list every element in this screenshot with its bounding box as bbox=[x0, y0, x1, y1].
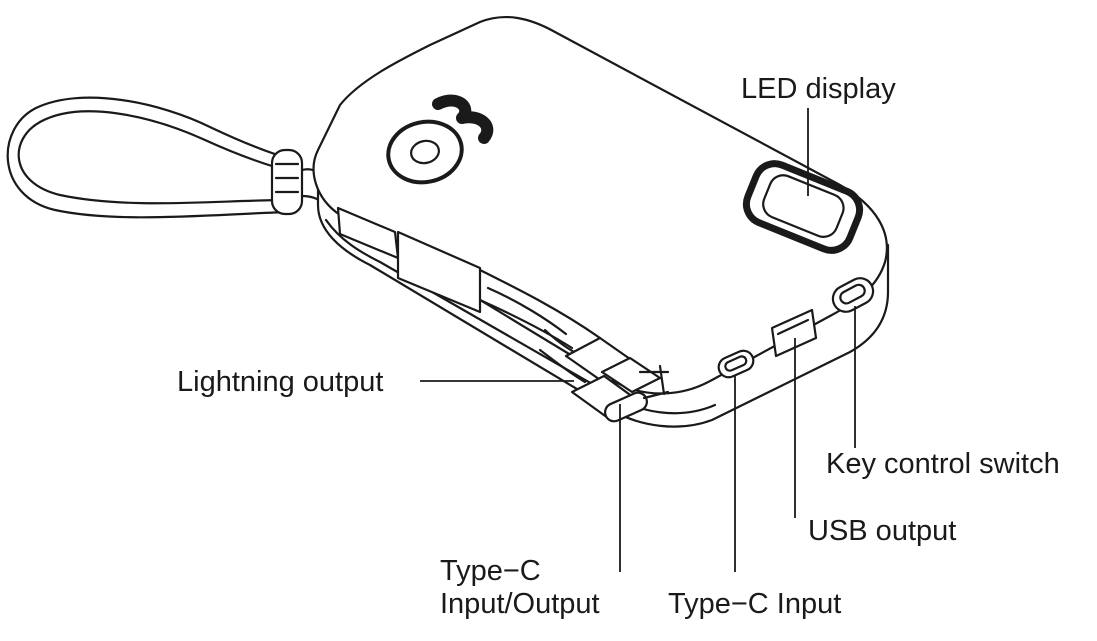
lightning-output-label: Lightning output bbox=[177, 366, 384, 398]
lanyard-clip bbox=[270, 148, 304, 216]
leader-lines bbox=[420, 108, 856, 572]
key-control-switch-label: Key control switch bbox=[826, 448, 1060, 480]
type-c-io-label-line2: Input/Output bbox=[440, 588, 600, 620]
led-display-window bbox=[742, 160, 864, 254]
type-c-input-label: Type−C Input bbox=[668, 588, 842, 620]
usb-output-label: USB output bbox=[808, 515, 957, 547]
built-in-cables bbox=[538, 328, 670, 423]
led-display-label: LED display bbox=[741, 73, 896, 105]
type-c-io-label-line1: Type−C bbox=[440, 555, 541, 587]
power-bank-body bbox=[312, 16, 890, 428]
lanyard-strap bbox=[6, 96, 326, 219]
brand-logo bbox=[386, 94, 494, 185]
